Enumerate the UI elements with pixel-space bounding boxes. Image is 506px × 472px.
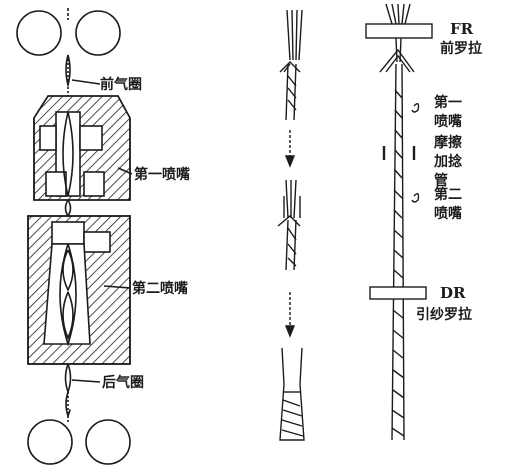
twist-stage-2: [277, 179, 301, 271]
label-second-nozzle-right: 第二喷嘴: [434, 187, 462, 222]
down-arrow-1: [284, 155, 296, 168]
front-roller-right: [75, 10, 121, 56]
yarn-balloon-first-nozzle: [62, 111, 74, 197]
yarn-balloon-second-nozzle: [59, 243, 77, 347]
yarn-strand-b: [401, 63, 405, 441]
draw-roller-left: [27, 419, 73, 465]
label-friction-twist-tube: 摩擦加捻管: [434, 135, 462, 189]
yarn-balloon-3: [64, 363, 72, 395]
yarn-balloon-2: [64, 199, 72, 218]
left-panel: [16, 8, 133, 465]
twist-stage-1: [279, 9, 303, 121]
twist-stage-3: [279, 347, 305, 441]
swirl-second-nozzle: [411, 193, 420, 203]
down-arrow-2: [284, 325, 296, 338]
first-nozzle-body: [33, 95, 131, 201]
front-roller-box: [365, 23, 433, 39]
front-roller-left: [16, 10, 62, 56]
leader-first-nozzle: [117, 167, 133, 175]
label-rear-air-ring: 后气圈: [102, 375, 144, 391]
second-nozzle-body: [27, 215, 131, 365]
yarn-strand-a: [391, 63, 397, 441]
swirl-first-nozzle: [411, 103, 420, 113]
label-first-nozzle-right: 第一喷嘴: [434, 95, 462, 130]
label-second-nozzle-left: 第二喷嘴: [132, 281, 188, 297]
right-panel: [365, 3, 433, 441]
middle-panel: [277, 9, 305, 441]
leader-second-nozzle: [103, 285, 131, 289]
yarn-twist-marks: [391, 89, 405, 437]
leader-rear-air-ring: [71, 379, 101, 383]
label-draw-roller: 引纱罗拉: [416, 307, 472, 323]
label-front-roller: 前罗拉: [440, 41, 482, 57]
leader-front-air-ring: [71, 79, 101, 85]
draw-roller-box: [369, 286, 427, 300]
label-front-air-ring: 前气圈: [100, 77, 142, 93]
label-fr: FR: [450, 20, 474, 38]
label-dr: DR: [440, 284, 466, 302]
label-first-nozzle-left: 第一喷嘴: [134, 167, 190, 183]
draw-roller-right: [85, 419, 131, 465]
